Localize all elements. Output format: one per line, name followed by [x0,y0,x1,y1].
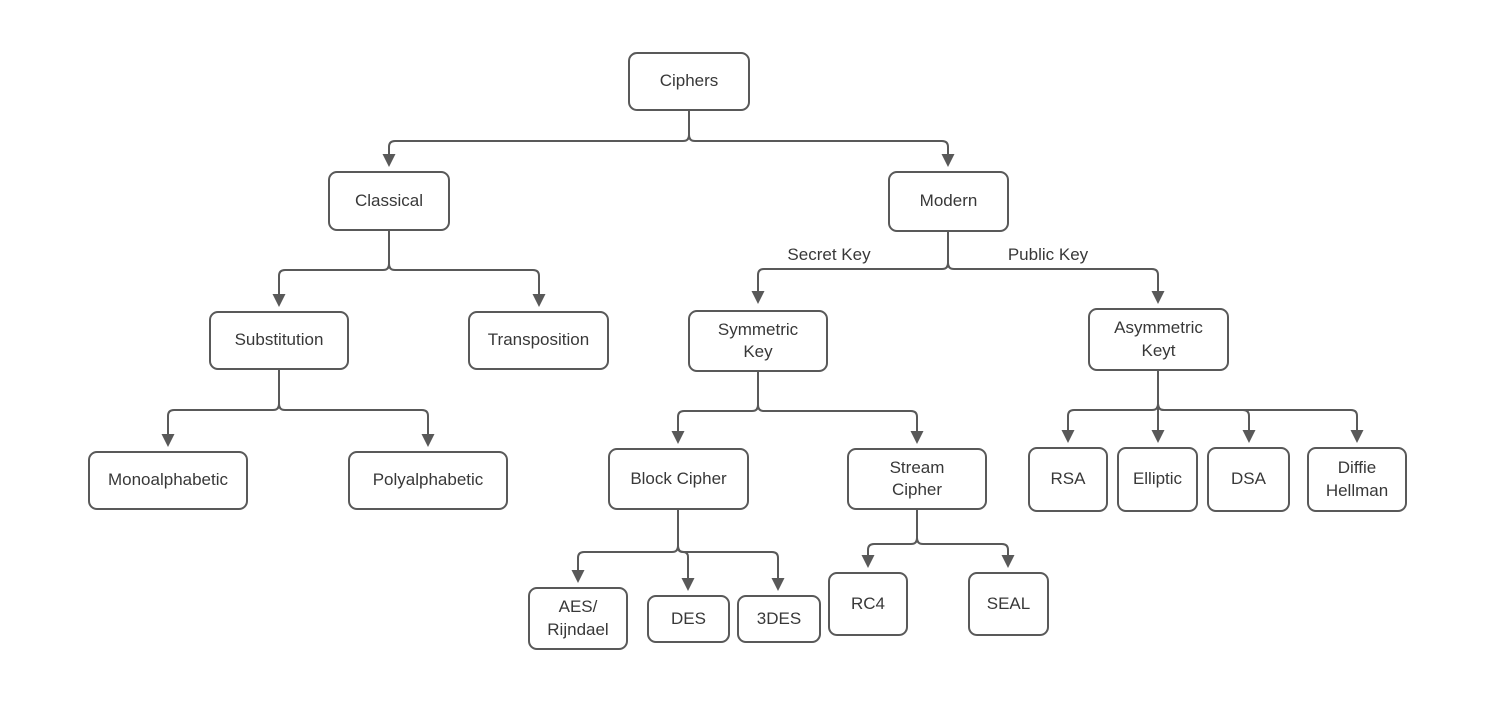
arrowhead-elliptic [1151,430,1165,443]
node-label: 3DES [756,608,802,628]
arrowhead-des [681,578,695,591]
arrowhead-seal [1001,555,1015,568]
arrowhead-monoalphabetic [161,434,175,447]
edge-label-secret-key: Secret Key [770,245,888,265]
node-polyalphabetic: Polyalphabetic [348,451,508,510]
node-elliptic: Elliptic [1117,447,1198,512]
arrowhead-rc4 [861,555,875,568]
edge-asymmetric-diffie [1157,371,1358,433]
node-modern: Modern [888,171,1009,232]
arrowhead-block-cipher [671,431,685,444]
node-ciphers: Ciphers [628,52,750,111]
node-label: Substitution [234,330,324,350]
node-label: SEAL [986,593,1031,613]
arrowhead-dsa [1242,430,1256,443]
edge-symmetric-block [677,372,759,434]
edge-label-public-key: Public Key [992,245,1104,265]
arrowhead-polyalphabetic [421,434,435,447]
node-label: AES/ Rijndael [547,597,609,639]
edge-asymmetric-dsa [1157,371,1250,433]
node-asymmetric-key: Asymmetric Keyt [1088,308,1229,371]
edge-ciphers-classical [388,111,690,157]
node-rsa: RSA [1028,447,1108,512]
edge-block-3des [677,510,779,581]
node-label: Elliptic [1132,469,1183,489]
node-label: Monoalphabetic [107,470,229,490]
arrowhead-substitution [272,294,286,307]
edge-classical-substitution [278,231,390,297]
edge-block-des [677,510,689,581]
arrowhead-symmetric [751,291,765,304]
node-label: Block Cipher [630,468,727,488]
edge-stream-rc4 [867,510,918,558]
node-label: Diffie Hellman [1325,458,1389,500]
node-rc4: RC4 [828,572,908,636]
arrowhead-diffie [1350,430,1364,443]
node-aes-rijndael: AES/ Rijndael [528,587,628,650]
node-substitution: Substitution [209,311,349,370]
arrowhead-transposition [532,294,546,307]
edge-substitution-monoalphabetic [167,370,280,437]
node-diffie-hellman: Diffie Hellman [1307,447,1407,512]
edge-substitution-polyalphabetic [278,370,429,437]
node-label: Asymmetric Keyt [1114,318,1203,360]
node-label: Classical [354,190,424,210]
node-classical: Classical [328,171,450,231]
node-seal: SEAL [968,572,1049,636]
edge-symmetric-stream [757,372,918,434]
node-label: Stream Cipher [889,457,945,499]
node-label: Polyalphabetic [372,470,484,490]
arrowhead-asymmetric [1151,291,1165,304]
node-stream-cipher: Stream Cipher [847,448,987,510]
edge-block-aes [577,510,679,573]
node-transposition: Transposition [468,311,609,370]
arrowhead-modern [941,154,955,167]
edge-modern-asymmetric [947,232,1159,294]
node-label: RSA [1050,469,1086,489]
node-label: DES [671,608,706,628]
node-des: DES [647,595,730,643]
node-label: DSA [1231,469,1266,489]
node-label: Ciphers [659,71,719,91]
node-label: Modern [919,191,978,211]
edge-classical-transposition [388,231,540,297]
node-3des: 3DES [737,595,821,643]
edge-ciphers-modern [688,111,949,157]
arrowhead-aes [571,570,585,583]
node-monoalphabetic: Monoalphabetic [88,451,248,510]
edge-stream-seal [916,510,1009,558]
arrowhead-stream-cipher [910,431,924,444]
arrowhead-classical [382,154,396,167]
node-symmetric-key: Symmetric Key [688,310,828,372]
arrowhead-rsa [1061,430,1075,443]
node-label: Transposition [487,330,590,350]
node-label: Symmetric Key [717,319,799,361]
node-label: RC4 [850,593,885,613]
node-block-cipher: Block Cipher [608,448,749,510]
edge-asymmetric-rsa [1067,371,1159,433]
arrowhead-3des [771,578,785,591]
node-dsa: DSA [1207,447,1290,512]
